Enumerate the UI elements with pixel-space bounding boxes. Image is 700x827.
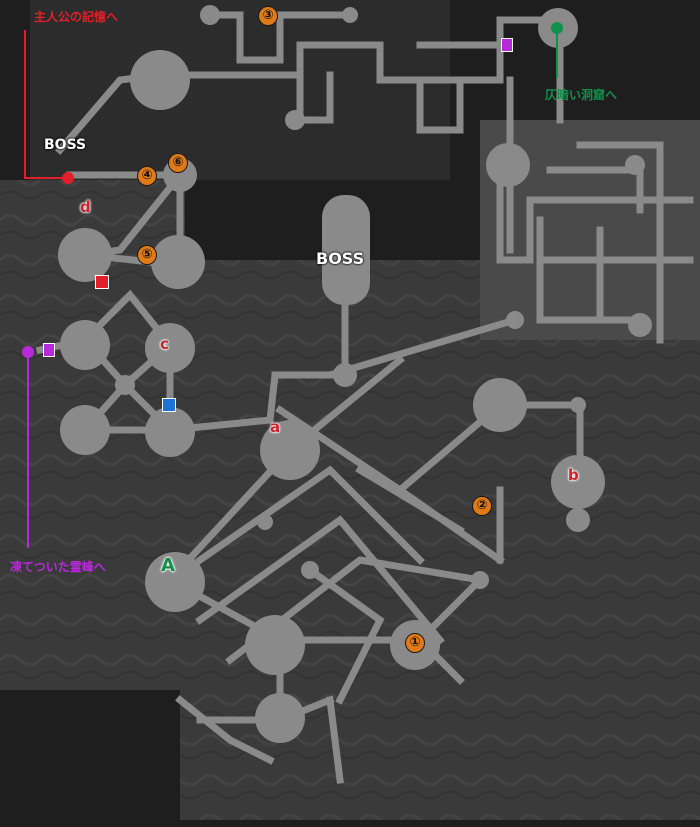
boss-label-center: BOSS [316, 249, 365, 268]
label-to-frozen-peak: 凍てついた霊峰へ [10, 560, 106, 574]
number-marker-6: ⑥ [168, 153, 188, 173]
route-line-red [24, 30, 68, 179]
letter-marker-d: d [80, 198, 91, 216]
exit-dot-green [551, 22, 563, 34]
purple-marker-left [43, 343, 55, 357]
exit-dot-red [62, 172, 74, 184]
letter-marker-b: b [568, 466, 579, 484]
number-marker-4: ④ [137, 166, 157, 186]
number-marker-1: ① [405, 633, 425, 653]
boss-label-left: BOSS [44, 137, 87, 153]
exit-dot-purple [22, 346, 34, 358]
number-marker-3: ③ [258, 6, 278, 26]
red-marker [95, 275, 109, 289]
blue-marker [162, 398, 176, 412]
label-to-dim-cave: 仄暗い洞窟へ [545, 88, 618, 102]
rooms [58, 5, 652, 743]
number-marker-2: ② [472, 496, 492, 516]
letter-marker-c: c [160, 335, 169, 353]
label-to-memory: 主人公の記憶へ [34, 10, 119, 24]
number-marker-5: ⑤ [137, 245, 157, 265]
purple-marker-top [501, 38, 513, 52]
letter-marker-a: a [270, 418, 281, 436]
letter-marker-A: A [161, 555, 175, 576]
